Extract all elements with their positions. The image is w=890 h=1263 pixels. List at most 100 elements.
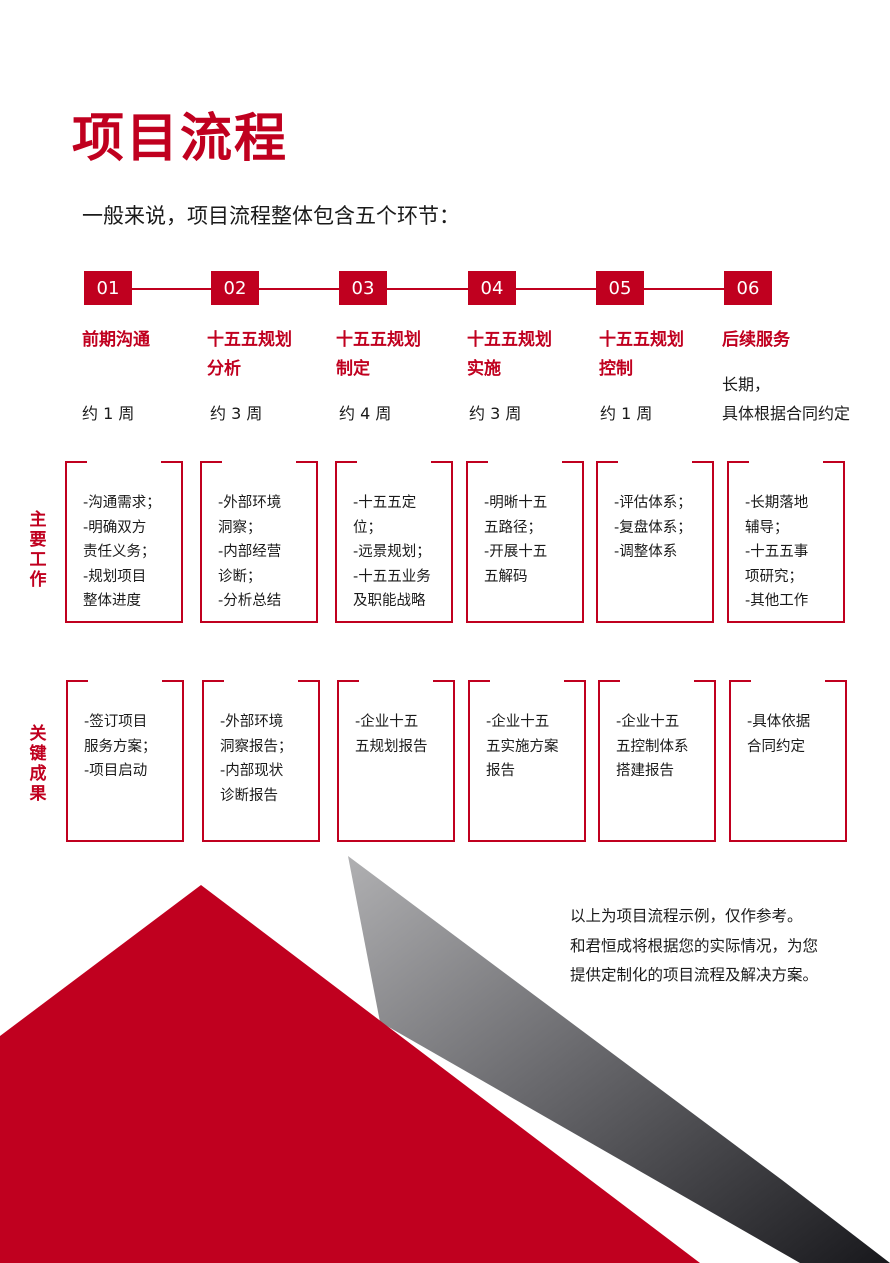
- key-results-box: -企业十五五规划报告: [337, 680, 455, 842]
- phase-name: 十五五规划控制: [599, 326, 729, 384]
- result-line: -具体依据: [747, 714, 811, 730]
- phase-duration: 长期， 具体根据合同约定: [722, 370, 872, 428]
- main-work-text: -沟通需求；-明确双方责任义务；-规划项目整体进度: [83, 491, 175, 614]
- key-results-text: -外部环境洞察报告； -内部现状诊断报告: [220, 710, 312, 808]
- phase-name: 前期沟通: [82, 326, 212, 355]
- key-results-text: -签订项目服务方案； -项目启动: [84, 710, 176, 784]
- main-work-box: -长期落地辅导；-十五五事项研究；-其他工作: [727, 461, 845, 623]
- key-results-label: 关键成果: [29, 724, 47, 804]
- key-results-text: -具体依据合同约定: [747, 710, 839, 759]
- key-results-text: -企业十五五规划报告: [355, 710, 447, 759]
- duration-line: 约 4 周: [339, 404, 392, 423]
- main-work-text: -外部环境洞察；-内部经营诊断；-分析总结: [218, 491, 310, 614]
- duration-line: 约 3 周: [210, 404, 263, 423]
- key-results-box: -企业十五五实施方案报告: [468, 680, 586, 842]
- work-line: -复盘体系；: [614, 519, 692, 536]
- phase-name-line: 分析: [207, 359, 241, 379]
- phase-name: 后续服务: [722, 326, 852, 355]
- result-line: 洞察报告；: [220, 738, 293, 755]
- main-work-text: -评估体系； -复盘体系； -调整体系: [614, 491, 706, 565]
- work-line: 项研究；: [745, 568, 803, 585]
- result-line: 报告: [486, 763, 515, 779]
- phase-name-line: 十五五规划: [599, 330, 684, 350]
- result-line: -企业十五: [355, 714, 419, 730]
- footnote-line: 以上为项目流程示例，仅作参考。: [570, 907, 803, 925]
- footnote-line: 和君恒成将根据您的实际情况，为您: [570, 936, 819, 955]
- result-line: 诊断报告: [220, 787, 278, 804]
- key-results-box: -企业十五五控制体系搭建报告: [598, 680, 716, 842]
- key-results-box: -外部环境洞察报告； -内部现状诊断报告: [202, 680, 320, 842]
- result-line: -外部环境: [220, 714, 284, 730]
- result-line: 合同约定: [747, 738, 805, 755]
- work-line: 责任义务；: [83, 544, 156, 560]
- work-line: -十五五事: [745, 544, 809, 560]
- work-line: -评估体系；: [614, 495, 692, 511]
- main-work-label: 主要工作: [29, 510, 47, 590]
- main-work-text: -明晰十五五路径； -开展十五五解码: [484, 491, 576, 589]
- phase-duration: 约 4 周: [339, 399, 489, 428]
- work-line: -十五五定位；: [353, 495, 417, 536]
- result-line: -签订项目: [84, 714, 148, 730]
- result-line: 五实施方案: [486, 738, 559, 755]
- work-line: 洞察；: [218, 519, 262, 536]
- work-line: 及职能战略: [353, 593, 426, 609]
- work-line: -规划项目: [83, 568, 147, 585]
- phase-duration: 约 3 周: [210, 399, 360, 428]
- result-line: -企业十五: [486, 714, 550, 730]
- work-line: -远景规划；: [353, 544, 431, 560]
- result-line: -项目启动: [84, 763, 148, 779]
- intro-text: 一般来说，项目流程整体包含五个环节：: [82, 204, 460, 228]
- result-line: 服务方案；: [84, 738, 157, 755]
- work-line: 五路径；: [484, 519, 542, 536]
- result-line: 五控制体系: [616, 738, 689, 755]
- phase-name-line: 十五五规划: [467, 330, 552, 350]
- main-work-box: -明晰十五五路径； -开展十五五解码: [466, 461, 584, 623]
- phase-name-line: 控制: [599, 359, 633, 379]
- key-results-text: -企业十五五实施方案报告: [486, 710, 578, 784]
- duration-line: 约 3 周: [469, 404, 522, 423]
- step-number-badge: 03: [339, 271, 387, 305]
- footnote-line: 提供定制化的项目流程及解决方案。: [570, 966, 819, 984]
- result-line: -企业十五: [616, 714, 680, 730]
- footnote: 以上为项目流程示例，仅作参考。 和君恒成将根据您的实际情况，为您 提供定制化的项…: [570, 902, 880, 991]
- result-line: -内部现状: [220, 763, 284, 779]
- key-results-text: -企业十五五控制体系搭建报告: [616, 710, 708, 784]
- red-triangle-shape: [0, 885, 700, 1263]
- duration-line: 具体根据合同约定: [722, 404, 851, 423]
- work-line: 整体进度: [83, 593, 141, 609]
- main-work-box: -外部环境洞察；-内部经营诊断；-分析总结: [200, 461, 318, 623]
- phase-name-line: 后续服务: [722, 330, 790, 350]
- step-number-badge: 02: [211, 271, 259, 305]
- page-title: 项目流程: [72, 109, 289, 169]
- main-work-text: -十五五定位； -远景规划； -十五五业务及职能战略: [353, 491, 445, 614]
- phase-name-line: 前期沟通: [82, 330, 150, 350]
- step-number-badge: 05: [596, 271, 644, 305]
- key-results-box: -具体依据合同约定: [729, 680, 847, 842]
- work-line: -明晰十五: [484, 495, 548, 511]
- work-line: -分析总结: [218, 593, 282, 609]
- result-line: 五规划报告: [355, 738, 428, 755]
- work-line: -调整体系: [614, 544, 678, 560]
- main-work-box: -评估体系； -复盘体系； -调整体系: [596, 461, 714, 623]
- work-line: -开展十五: [484, 544, 548, 560]
- work-line: 五解码: [484, 568, 528, 585]
- phase-name-line: 制定: [336, 359, 370, 379]
- step-number-badge: 01: [84, 271, 132, 305]
- phase-duration: 约 1 周: [82, 399, 232, 428]
- work-line: -沟通需求；: [83, 495, 161, 511]
- step-number-badge: 04: [468, 271, 516, 305]
- phase-name-line: 十五五规划: [207, 330, 292, 350]
- phase-name: 十五五规划分析: [207, 326, 337, 384]
- work-line: -十五五业务: [353, 568, 431, 585]
- key-results-box: -签订项目服务方案； -项目启动: [66, 680, 184, 842]
- phase-duration: 约 3 周: [469, 399, 619, 428]
- phase-name: 十五五规划制定: [336, 326, 466, 384]
- work-line: -外部环境: [218, 495, 282, 511]
- main-work-box: -十五五定位； -远景规划； -十五五业务及职能战略: [335, 461, 453, 623]
- result-line: 搭建报告: [616, 763, 674, 779]
- step-number-badge: 06: [724, 271, 772, 305]
- duration-line: 约 1 周: [82, 404, 135, 423]
- duration-line: 约 1 周: [600, 404, 653, 423]
- duration-line: 长期，: [722, 375, 771, 394]
